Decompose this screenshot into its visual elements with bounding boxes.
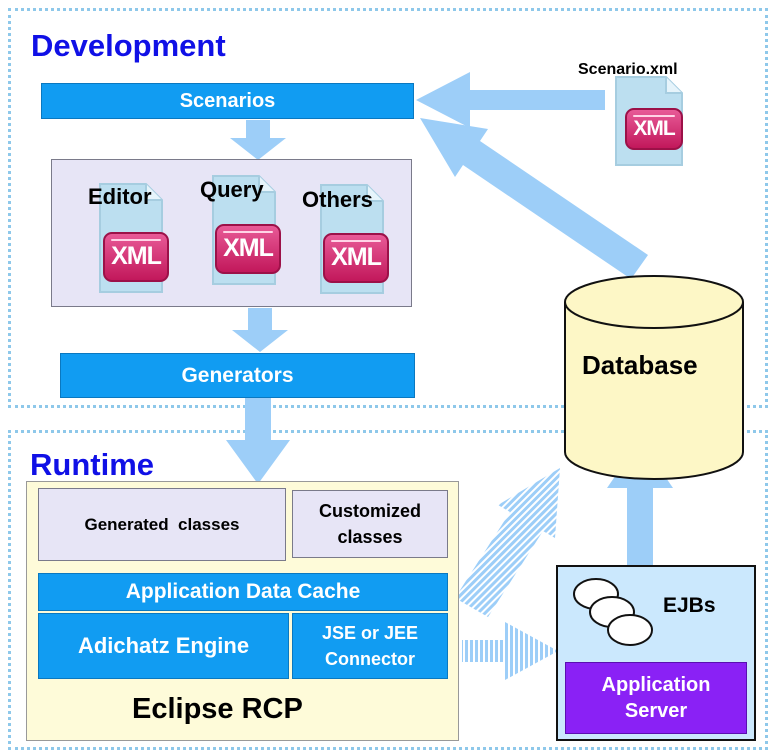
editor-label: Editor <box>88 184 152 209</box>
arrow-box-down <box>232 308 288 352</box>
development-zone <box>8 8 768 408</box>
connector-bar: JSE or JEE Connector <box>292 613 448 679</box>
arrow-database-to-scenarios <box>420 118 648 279</box>
arrow-generators-down <box>226 398 290 484</box>
generated-classes-box: Generated classes <box>38 488 286 561</box>
ejb-instances-icon <box>573 578 653 646</box>
others-label: Others <box>302 187 373 212</box>
eclipse-rcp-label: Eclipse RCP <box>132 693 303 725</box>
development-title: Development <box>31 28 226 63</box>
arrow-scenario-to-scenarios <box>416 72 605 128</box>
query-label: Query <box>200 177 264 202</box>
editor-xml-icon: XML <box>103 232 169 282</box>
scenario-xml-label: Scenario.xml <box>578 61 678 78</box>
customized-classes-label: Customized classes <box>318 501 421 547</box>
application-server-box: Application Server <box>565 662 747 734</box>
connector-label: JSE or JEE Connector <box>321 623 419 669</box>
application-data-cache-bar: Application Data Cache <box>38 573 448 611</box>
others-xml-icon: XML <box>323 233 389 283</box>
scenario-xml-icon: XML <box>625 108 683 150</box>
database-label: Database <box>582 350 698 380</box>
runtime-title: Runtime <box>30 447 154 482</box>
customized-classes-box: Customized classes <box>292 490 448 558</box>
adichatz-engine-bar: Adichatz Engine <box>38 613 289 679</box>
scenarios-bar: Scenarios <box>41 83 414 119</box>
arrow-runtime-to-server <box>462 622 558 680</box>
application-server-label: Application Server <box>601 674 711 722</box>
arrow-scenarios-down <box>230 120 286 160</box>
query-xml-icon: XML <box>215 224 281 274</box>
database-cylinder <box>564 275 744 480</box>
generators-bar: Generators <box>60 353 415 398</box>
ejbs-label: EJBs <box>663 594 716 617</box>
generated-classes-label: Generated classes <box>84 514 240 534</box>
arrow-runtime-to-database <box>455 468 560 617</box>
